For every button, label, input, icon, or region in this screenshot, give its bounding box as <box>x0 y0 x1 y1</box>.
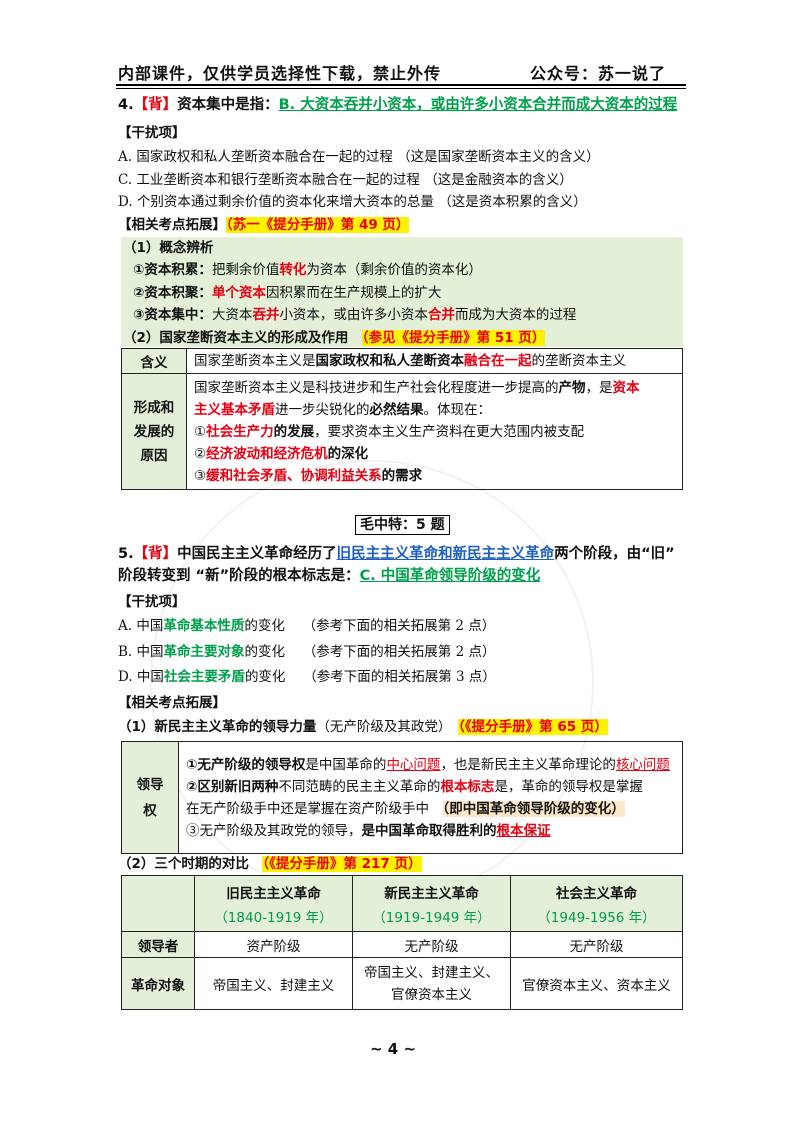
leader-socialist: 无产阶级 <box>510 931 683 958</box>
q4-option-c: C. 工业垄断资本和银行垄断资本融合在一起的过程 （这是金融资本的含义） <box>118 172 573 188</box>
compare-title: （2）三个时期的对比 （《提分手册》第 217 页） <box>118 856 422 872</box>
q4-extension-title: 【相关考点拓展】（苏一《提分手册》第 49 页） <box>118 217 410 233</box>
leadership-table: 领导权 ①无产阶级的领导权是中国革命的中心问题，也是新民主主义革命理论的核心问题… <box>121 741 683 854</box>
q4-answer: B. 大资本吞并小资本，或由许多小资本合并而成大资本的过程 <box>278 97 678 113</box>
q5-distractor-title: 【干扰项】 <box>118 594 186 610</box>
col-new-democratic: 新民主主义革命 （1919-1949 年） <box>352 875 511 932</box>
row-label-cause: 形成和发展的原因 <box>121 373 187 490</box>
comparison-table: 旧民主主义革命 （1840-1919 年） 新民主主义革命 （1919-1949… <box>121 875 683 1010</box>
cause-cell: 国家垄断资本主义是科技进步和生产社会化程度进一步提高的产物，是资本 主义基本矛盾… <box>186 373 683 490</box>
corner-cell <box>121 875 195 932</box>
leadership-ref: （《提分手册》第 65 页） <box>458 719 608 735</box>
header-rule <box>116 84 686 86</box>
leadership-label: 领导权 <box>121 741 179 854</box>
leadership-cell: ①无产阶级的领导权是中国革命的中心问题，也是新民主主义革命理论的核心问题 ②区别… <box>178 741 683 854</box>
target-new: 帝国主义、封建主义、 官僚资本主义 <box>352 957 511 1010</box>
state-monopoly-table: 含义 国家垄断资本主义是国家政权和私人垄断资本融合在一起的垄断资本主义 形成和发… <box>121 348 683 490</box>
state-monopoly-ref: （参见《提分手册》第 51 页） <box>361 330 546 346</box>
concept-title: （1）概念辨析 <box>123 240 214 256</box>
q5-question-line1: 5.【背】中国民主主义革命经历了旧民主主义革命和新民主主义革命两个阶段，由“旧” <box>118 546 675 562</box>
q4-question: 4.【背】资本集中是指：B. 大资本吞并小资本，或由许多小资本合并而成大资本的过… <box>118 97 678 113</box>
target-old: 帝国主义、封建主义 <box>194 957 353 1010</box>
leadership-title: （1）新民主主义革命的领导力量（无产阶级及其政党） （《提分手册》第 65 页） <box>118 719 608 735</box>
header-rule-thin <box>116 88 686 89</box>
concept-box <box>121 237 683 347</box>
col-old-democratic: 旧民主主义革命 （1840-1919 年） <box>194 875 353 932</box>
compare-ref: （《提分手册》第 217 页） <box>262 856 422 872</box>
row-label-meaning: 含义 <box>121 348 187 374</box>
q5-option-b: B. 中国革命主要对象的变化 （参考下面的相关拓展第 2 点） <box>118 644 496 660</box>
section-label: 毛中特：5 题 <box>355 515 450 535</box>
header-account: 公众号：苏一说了 <box>530 64 667 83</box>
q5-question-line2: 阶段转变到 “新”阶段的根本标志是：C. 中国革命领导阶级的变化 <box>118 568 541 584</box>
concept-item-1: ①资本积累：把剩余价值转化为资本（剩余价值的资本化） <box>133 262 482 278</box>
meaning-cell: 国家垄断资本主义是国家政权和私人垄断资本融合在一起的垄断资本主义 <box>186 348 683 374</box>
state-monopoly-title: （2）国家垄断资本主义的形成及作用 （参见《提分手册》第 51 页） <box>123 330 546 346</box>
q5-answer: C. 中国革命领导阶级的变化 <box>359 568 541 584</box>
q5-option-a: A. 中国革命基本性质的变化 （参考下面的相关拓展第 2 点） <box>118 618 496 634</box>
q4-option-a: A. 国家政权和私人垄断资本融合在一起的过程 （这是国家垄断资本主义的含义） <box>118 149 600 165</box>
q4-distractor-title: 【干扰项】 <box>118 125 186 141</box>
leader-new: 无产阶级 <box>352 931 511 958</box>
q4-option-d: D. 个别资本通过剩余价值的资本化来增大资本的总量 （这是资本积累的含义） <box>118 194 587 210</box>
concept-item-2: ②资本积聚：单个资本因积累而在生产规模上的扩大 <box>133 285 442 301</box>
q4-extension-ref: （苏一《提分手册》第 49 页） <box>226 217 410 233</box>
leader-old: 资产阶级 <box>194 931 353 958</box>
page-number: ~ 4 ~ <box>370 1040 417 1058</box>
q5-option-d: D. 中国社会主要矛盾的变化 （参考下面的相关拓展第 3 点） <box>118 669 496 685</box>
header-notice: 内部课件，仅供学员选择性下载，禁止外传 <box>118 64 442 83</box>
row-label-leader: 领导者 <box>121 931 195 958</box>
target-socialist: 官僚资本主义、资本主义 <box>510 957 683 1010</box>
col-socialist: 社会主义革命 （1949-1956 年） <box>510 875 683 932</box>
q5-extension-title: 【相关考点拓展】 <box>118 695 226 711</box>
row-label-target: 革命对象 <box>121 957 195 1010</box>
concept-item-3: ③资本集中：大资本吞并小资本，或由许多小资本合并而成为大资本的过程 <box>133 307 577 323</box>
